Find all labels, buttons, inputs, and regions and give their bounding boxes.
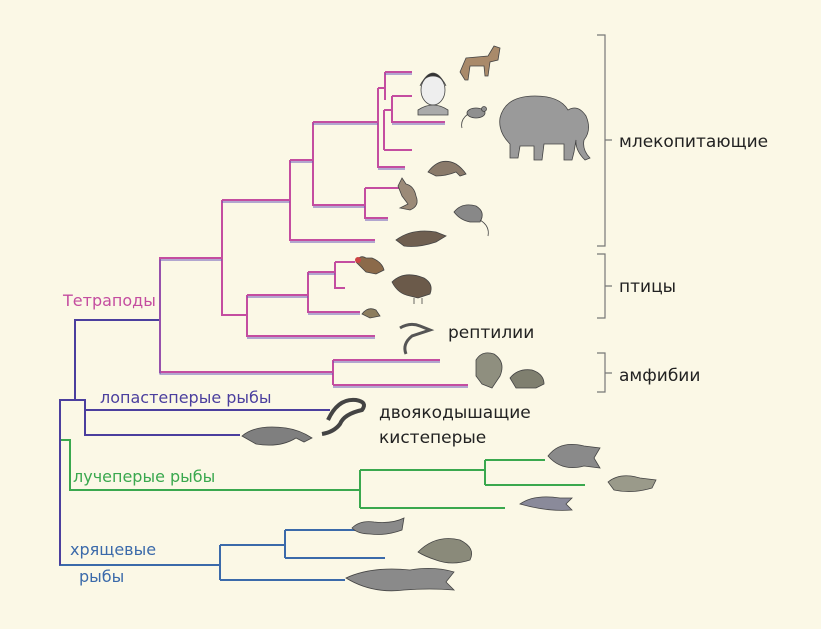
- turkey-icon: [392, 275, 431, 304]
- amphibians-label: амфибии: [619, 366, 700, 386]
- cartilaginous-label-line2: рыбы: [79, 567, 124, 586]
- lungfish-label: двоякодышащие: [379, 403, 531, 423]
- lobe-finned-branches: [60, 320, 330, 565]
- zebrafish-icon: [520, 497, 572, 511]
- tilapia-icon: [548, 444, 600, 468]
- reptiles-label: рептилии: [448, 323, 534, 343]
- amphibians-bracket: [597, 353, 612, 392]
- cartilaginous-branches: [60, 440, 385, 580]
- small-bird-icon: [362, 309, 380, 318]
- tetrapod-branches: [160, 72, 468, 387]
- ray-finned-label: лучеперые рыбы: [73, 467, 215, 486]
- mouse-icon: [462, 107, 487, 129]
- toad-icon: [510, 370, 544, 388]
- lobe-finned-label: лопастеперые рыбы: [100, 388, 272, 407]
- cartilaginous-label-line1: хрящевые: [70, 540, 156, 559]
- group-brackets: [597, 35, 612, 392]
- opossum-icon: [454, 205, 488, 236]
- lungfish-icon: [322, 400, 364, 434]
- frog-icon: [476, 353, 502, 388]
- mammals-bracket: [597, 35, 612, 246]
- kangaroo-icon: [398, 178, 417, 210]
- coelacanth-icon: [242, 427, 312, 445]
- armadillo-icon: [428, 161, 466, 176]
- mammals-label: млекопитающие: [619, 132, 768, 152]
- rooster-icon: [355, 257, 384, 274]
- dogfish-shark-icon: [346, 568, 454, 590]
- lizard-icon: [400, 324, 430, 354]
- birds-label: птицы: [619, 277, 676, 297]
- platypus-icon: [396, 231, 446, 247]
- dog-icon: [460, 46, 500, 80]
- animal-icons: [242, 46, 656, 591]
- tetrapods-label: Тетраподы: [62, 291, 156, 310]
- elephant-icon: [500, 96, 590, 160]
- coelacanths-label: кистеперые: [379, 428, 486, 448]
- stingray-icon: [418, 539, 472, 564]
- pufferfish-icon: [608, 476, 656, 492]
- woman-portrait-icon: [418, 73, 448, 115]
- elephant-shark-icon: [352, 518, 404, 535]
- birds-bracket: [597, 254, 612, 318]
